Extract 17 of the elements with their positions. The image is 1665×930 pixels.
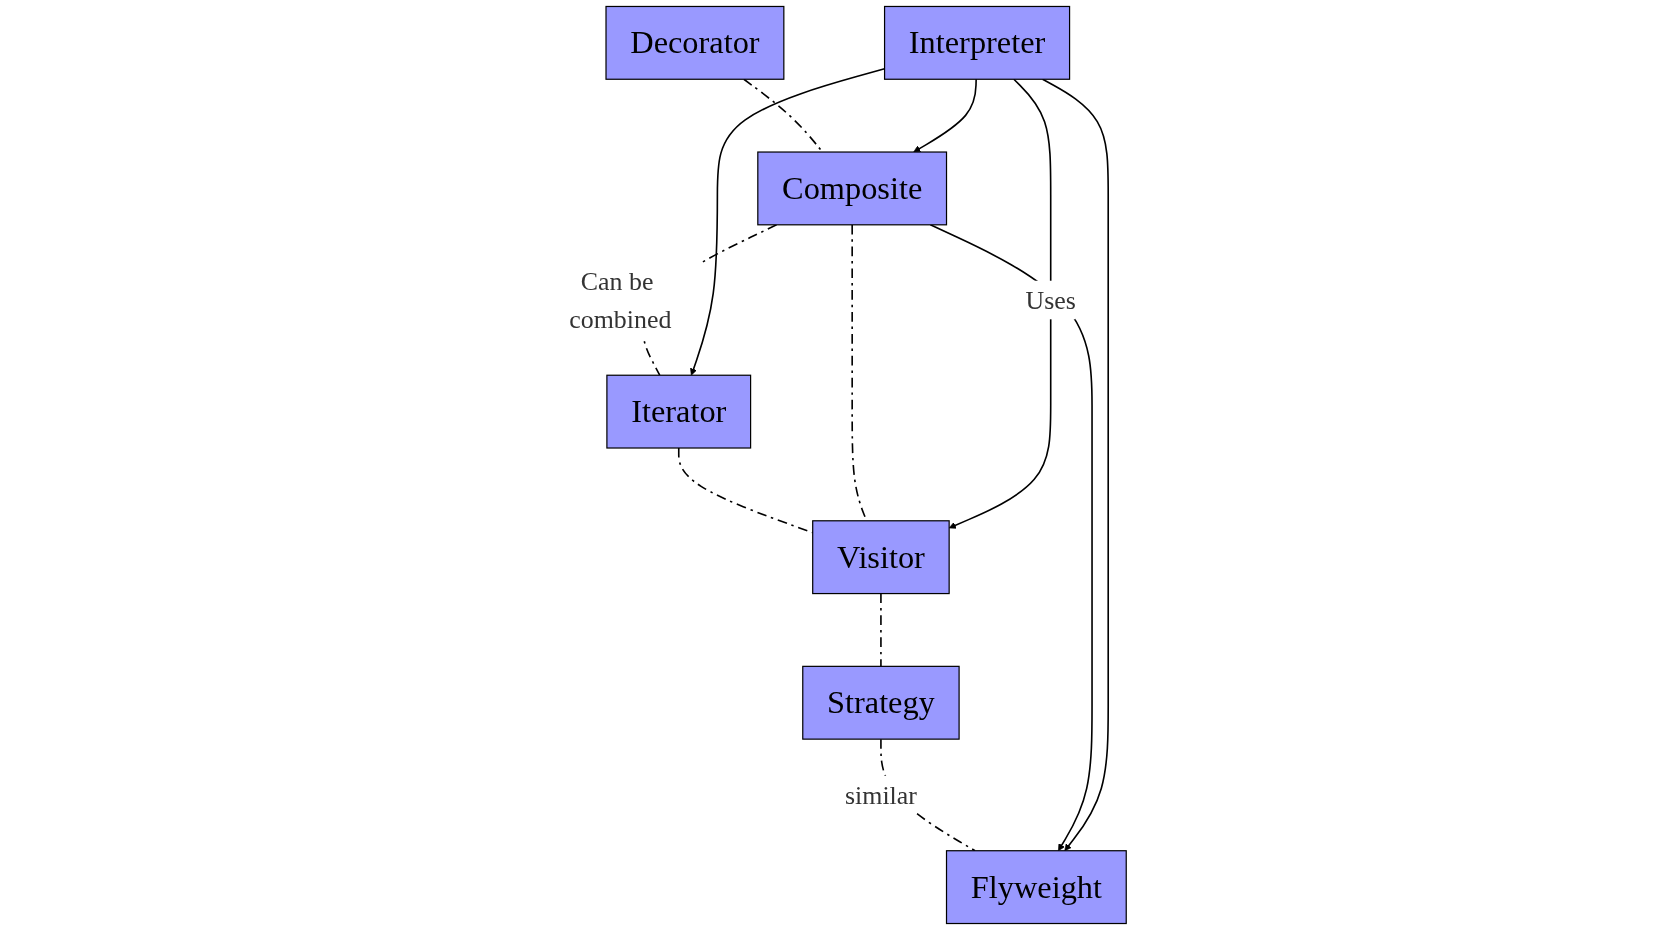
node-box: Decorator <box>605 5 785 80</box>
arrow <box>1041 78 1109 852</box>
arrow <box>689 68 885 376</box>
edge-label: similar <box>844 780 917 810</box>
arrow <box>948 78 1052 529</box>
arrow <box>913 78 977 153</box>
node-box: Composite <box>756 151 947 226</box>
node-box: Iterator <box>605 374 751 449</box>
node-box: Strategy <box>801 665 960 740</box>
node-box: Interpreter <box>883 5 1070 80</box>
edge-label: Can be combined <box>568 266 672 334</box>
edge-label: Uses <box>1025 285 1076 315</box>
connector <box>742 78 823 153</box>
arrow <box>929 224 1093 852</box>
connector <box>879 592 882 668</box>
node-box: Flyweight <box>945 850 1127 925</box>
node-box: Visitor <box>811 520 950 595</box>
